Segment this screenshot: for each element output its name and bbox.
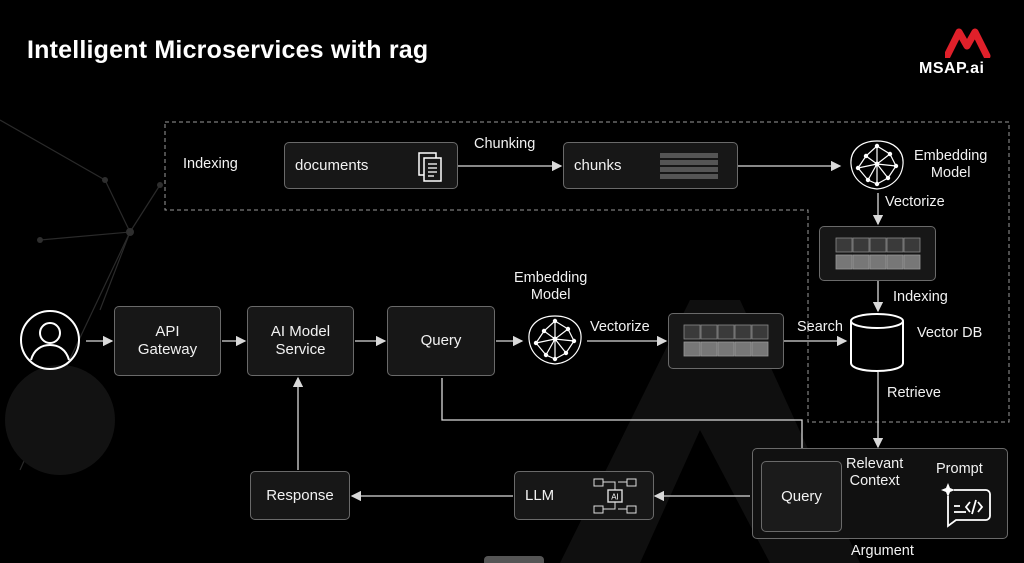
embedding-model-top-line1: Embedding bbox=[914, 148, 988, 164]
relevant-context-label: Relevant Context bbox=[846, 456, 903, 490]
indexing-step-label: Indexing bbox=[893, 289, 948, 305]
relevant-context-line2: Context bbox=[849, 473, 900, 489]
api-gateway-box: API Gateway bbox=[114, 306, 221, 376]
ai-model-service-line1: AI Model bbox=[270, 323, 331, 340]
search-label: Search bbox=[797, 319, 843, 335]
ai-model-service-line2: Service bbox=[275, 341, 326, 358]
embedding-model-mid-label: Embedding Model bbox=[514, 270, 587, 304]
vectorize-top-label: Vectorize bbox=[885, 194, 945, 210]
user-icon bbox=[20, 310, 80, 370]
neural-network-icon bbox=[850, 140, 904, 190]
prompt-code-icon bbox=[941, 483, 991, 528]
neural-network-icon bbox=[528, 315, 582, 365]
query-inner-label: Query bbox=[781, 487, 822, 505]
database-icon bbox=[850, 313, 904, 373]
vector-grid-mid-box bbox=[668, 313, 784, 369]
query-label: Query bbox=[420, 332, 462, 349]
argument-label: Argument bbox=[851, 543, 914, 559]
query-inner-box: Query bbox=[761, 461, 842, 532]
scroll-handle[interactable] bbox=[484, 556, 544, 563]
api-gateway-line1: API bbox=[155, 323, 180, 340]
vector-grid-top-box bbox=[819, 226, 936, 281]
chunks-box: chunks bbox=[563, 142, 738, 189]
page-title: Intelligent Microservices with rag bbox=[27, 36, 429, 64]
llm-label: LLM bbox=[525, 486, 555, 504]
msap-logo-icon bbox=[945, 28, 991, 58]
indexing-section-label: Indexing bbox=[183, 156, 238, 172]
embedding-model-top-label: Embedding Model bbox=[914, 148, 987, 182]
ai-workflow-icon: AI bbox=[593, 478, 637, 514]
retrieve-label: Retrieve bbox=[887, 385, 941, 401]
response-box: Response bbox=[250, 471, 350, 520]
relevant-context-line1: Relevant bbox=[846, 456, 904, 472]
vector-grid-icon bbox=[835, 237, 920, 269]
vectorize-mid-label: Vectorize bbox=[590, 319, 650, 335]
embedding-model-top-line2: Model bbox=[930, 165, 971, 181]
query-box: Query bbox=[387, 306, 495, 376]
chunking-label: Chunking bbox=[474, 136, 536, 152]
documents-box: documents bbox=[284, 142, 458, 189]
ai-chip-label: AI bbox=[611, 493, 619, 502]
document-icon bbox=[418, 152, 442, 182]
chunks-label: chunks bbox=[574, 156, 622, 174]
prompt-label: Prompt bbox=[936, 461, 983, 477]
logo-text: MSAP.ai bbox=[919, 60, 985, 77]
vector-grid-icon bbox=[683, 324, 769, 357]
embedding-model-mid-line1: Embedding bbox=[514, 270, 588, 286]
api-gateway-line2: Gateway bbox=[137, 341, 198, 358]
vector-db-label: Vector DB bbox=[917, 325, 983, 341]
chunks-stack-icon bbox=[660, 153, 718, 179]
documents-label: documents bbox=[295, 156, 369, 174]
llm-box: LLM AI bbox=[514, 471, 654, 520]
ai-model-service-box: AI Model Service bbox=[247, 306, 354, 376]
embedding-model-mid-line2: Model bbox=[530, 287, 571, 303]
response-label: Response bbox=[266, 486, 334, 504]
